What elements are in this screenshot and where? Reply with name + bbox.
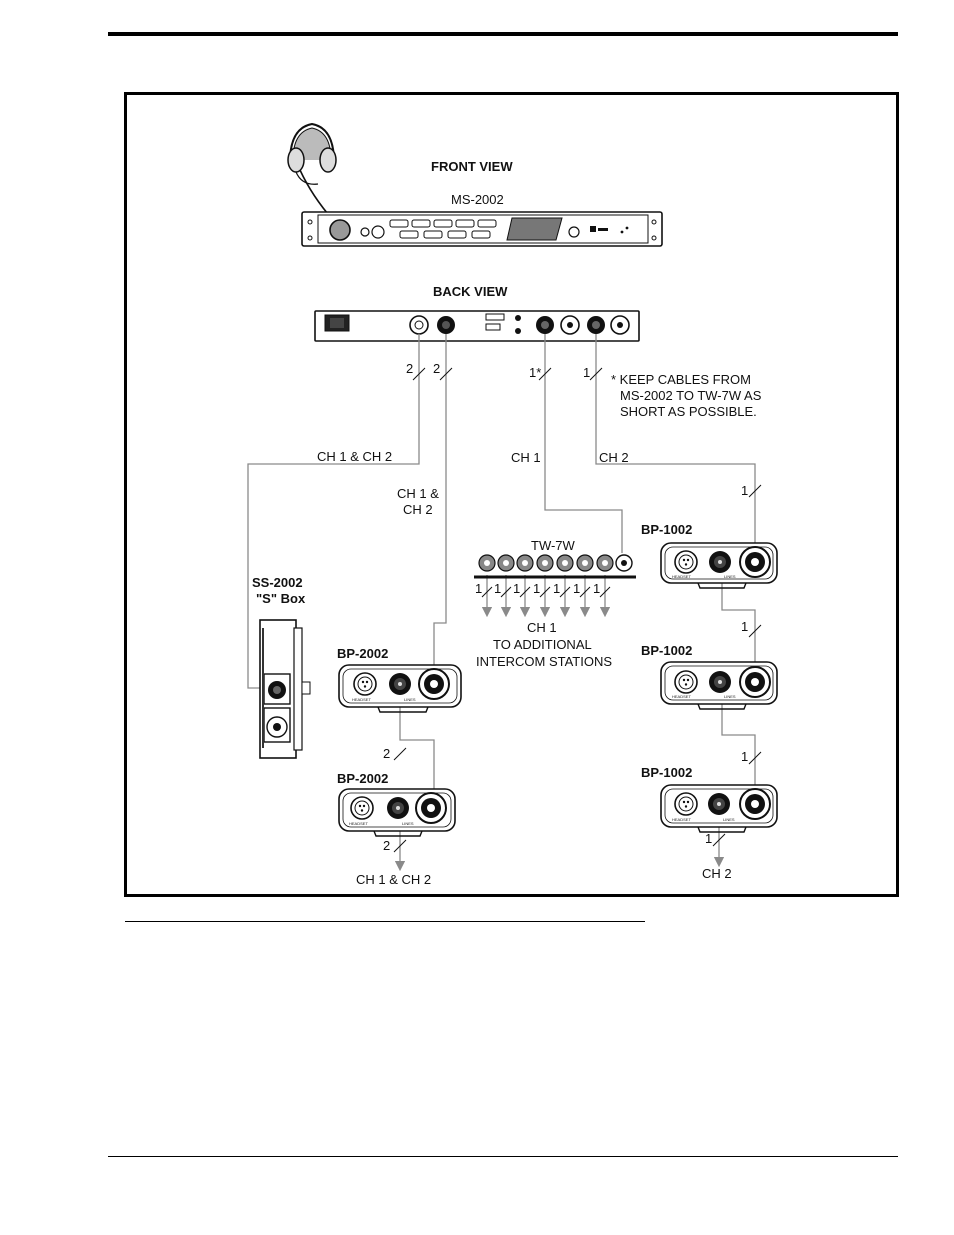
bp1002-bottom: HEADSET LINES bbox=[660, 784, 778, 833]
count-label: 2 bbox=[383, 838, 390, 853]
ss2002-title: SS-2002 bbox=[252, 575, 303, 590]
cable-note-line: MS-2002 TO TW-7W AS bbox=[620, 388, 762, 403]
back-view-title: BACK VIEW bbox=[433, 284, 508, 299]
count-label: 2 bbox=[383, 746, 390, 761]
count-label: 2 bbox=[433, 361, 440, 376]
count-label: 1 bbox=[533, 581, 540, 596]
figure-frame bbox=[124, 92, 899, 897]
bp1002-title: BP-1002 bbox=[641, 643, 692, 658]
count-label: 2 bbox=[406, 361, 413, 376]
bp2002-lower: HEADSET LINES bbox=[338, 788, 456, 837]
front-view-title: FRONT VIEW bbox=[431, 159, 513, 174]
cable-note-line: * KEEP CABLES FROM bbox=[611, 372, 751, 387]
bp1002-title: BP-1002 bbox=[641, 765, 692, 780]
count-label: 1 bbox=[573, 581, 580, 596]
tw7w-title: TW-7W bbox=[531, 538, 576, 553]
bp1002-middle: HEADSET LINES bbox=[660, 661, 778, 710]
lines-tag: LINES bbox=[404, 697, 416, 702]
bp1002-top: HEADSET LINES bbox=[660, 542, 778, 589]
headset-tag: HEADSET bbox=[672, 574, 691, 579]
wiring-paths bbox=[247, 334, 756, 872]
ms-model-label: MS-2002 bbox=[451, 192, 504, 207]
footer-rule bbox=[108, 1156, 898, 1157]
headset-tag: HEADSET bbox=[672, 694, 691, 699]
ms2002-front-panel bbox=[301, 211, 663, 247]
headset-tag: HEADSET bbox=[349, 821, 368, 826]
count-label: 1 bbox=[494, 581, 501, 596]
count-label: 1 bbox=[593, 581, 600, 596]
ms2002-back-panel bbox=[314, 310, 640, 342]
count-label: 1 bbox=[741, 619, 748, 634]
caption-rule bbox=[125, 921, 645, 922]
ss2002-subtitle: "S" Box bbox=[256, 591, 306, 606]
headset-tag: HEADSET bbox=[352, 697, 371, 702]
count-label: 1 bbox=[475, 581, 482, 596]
count-label: 1 bbox=[553, 581, 560, 596]
wire-label-ch1-ch2: CH 1 & CH 2 bbox=[317, 449, 392, 464]
header-rule bbox=[108, 32, 898, 36]
count-label: 1 bbox=[513, 581, 520, 596]
additional-stations-line: TO ADDITIONAL bbox=[493, 637, 592, 652]
lines-tag: LINES bbox=[402, 821, 414, 826]
wire-label-ch1: CH 1 bbox=[511, 450, 541, 465]
bp1002-title: BP-1002 bbox=[641, 522, 692, 537]
headset-tag: HEADSET bbox=[672, 817, 691, 822]
wire-label-ch2: CH 2 bbox=[599, 450, 629, 465]
count-label: 1 bbox=[741, 483, 748, 498]
ss2002-sbox bbox=[259, 619, 311, 759]
lines-tag: LINES bbox=[723, 817, 735, 822]
count-label: 1 bbox=[741, 749, 748, 764]
bp2002-title: BP-2002 bbox=[337, 771, 388, 786]
bp2002-title: BP-2002 bbox=[337, 646, 388, 661]
output-label-ch2: CH 2 bbox=[702, 866, 732, 881]
cable-note-line: SHORT AS POSSIBLE. bbox=[620, 404, 757, 419]
wire-label-ch1-amp: CH 1 & bbox=[397, 486, 439, 501]
additional-stations-line: CH 1 bbox=[527, 620, 557, 635]
lines-tag: LINES bbox=[724, 574, 736, 579]
output-label-ch1-ch2: CH 1 & CH 2 bbox=[356, 872, 431, 887]
count-label: 1* bbox=[529, 365, 541, 380]
tw7w-splitter bbox=[474, 554, 636, 579]
wire-label-ch2: CH 2 bbox=[403, 502, 433, 517]
additional-stations-line: INTERCOM STATIONS bbox=[476, 654, 612, 669]
lines-tag: LINES bbox=[724, 694, 736, 699]
cable-count-marks bbox=[393, 367, 762, 853]
count-label: 1 bbox=[705, 831, 712, 846]
bp2002-upper: HEADSET LINES bbox=[338, 664, 462, 713]
count-label: 1 bbox=[583, 365, 590, 380]
